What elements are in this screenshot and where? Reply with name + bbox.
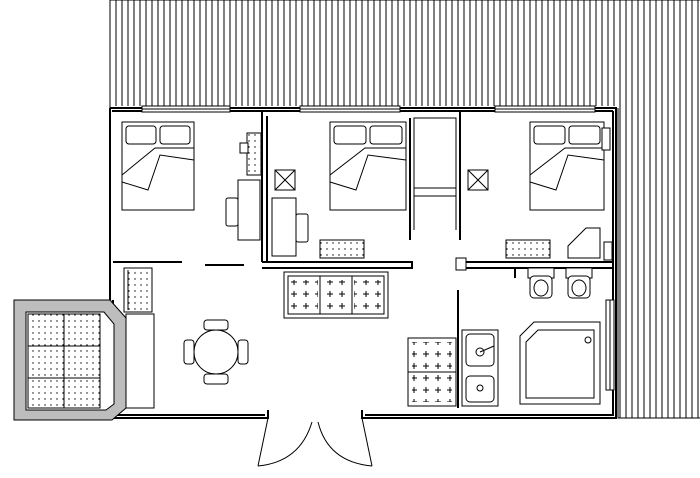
bedroom-2 [271,121,407,259]
toilet [527,267,555,299]
roof-hatch-top [115,0,699,106]
chair [295,213,309,243]
roof-terrace [109,0,700,419]
sink [465,375,495,403]
bidet [565,267,593,299]
roof-hatch-right [619,106,699,418]
bedroom-1 [121,121,262,241]
wall-shelf [603,241,613,261]
closet [413,117,457,230]
bed [121,121,195,211]
balcony [13,299,127,421]
living-room [123,267,389,409]
cabinet [123,267,155,409]
desk [271,197,297,257]
bed [529,121,605,211]
bathroom [519,267,601,405]
sofa [283,271,389,319]
sink [465,333,495,367]
corner-chair [567,227,601,259]
bedroom-3 [467,121,613,261]
entrance-door[interactable] [257,417,373,467]
kitchen [407,329,499,407]
bathtub [519,321,601,405]
desk [237,179,261,241]
bed [329,121,407,211]
top-windows [141,105,596,113]
wall-shelf [601,127,611,151]
chair [225,197,239,227]
dining-table [183,319,249,385]
lamp [239,142,249,154]
